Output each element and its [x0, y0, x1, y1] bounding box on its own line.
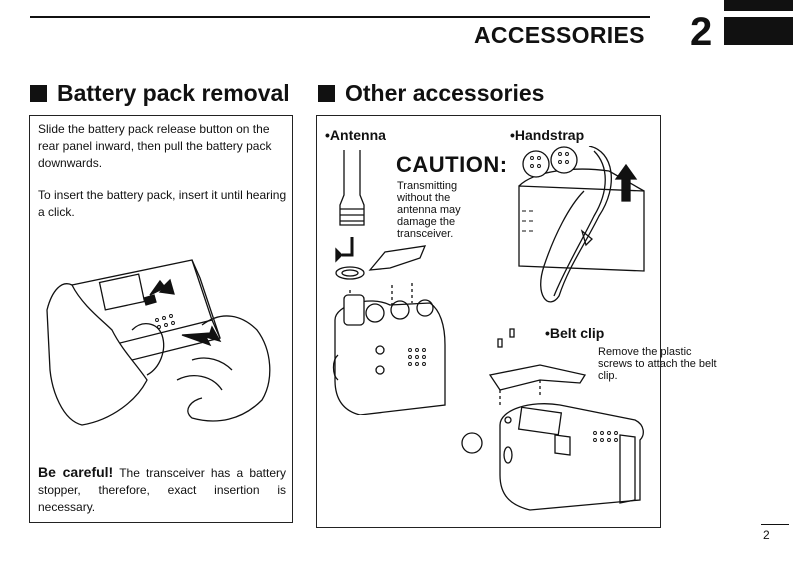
- page-number: 2: [763, 528, 770, 542]
- careful-note: Be careful! The transceiver has a batter…: [38, 464, 286, 516]
- beltclip-illustration: [461, 328, 644, 511]
- handstrap-illustration: [518, 146, 645, 303]
- battery-removal-panel: [29, 115, 293, 523]
- section-title-battery: Battery pack removal: [30, 80, 290, 107]
- chapter-number: 2: [690, 10, 713, 54]
- battery-instruction-text: Slide the battery pack release button on…: [38, 122, 272, 170]
- chapter-tab: [724, 17, 793, 45]
- handstrap-heading: •Handstrap: [510, 127, 585, 143]
- chapter-title: ACCESSORIES: [474, 22, 645, 48]
- chapter-tab-top: [724, 0, 793, 11]
- bullet-square-icon: [30, 85, 47, 102]
- battery-insert-text: To insert the battery pack, insert it un…: [38, 188, 287, 219]
- beltclip-heading: •Belt clip: [545, 325, 605, 341]
- caution-title: CAUTION:: [396, 152, 508, 177]
- caution-text: Transmitting without the antenna may dam…: [397, 180, 461, 240]
- careful-lead: Be careful!: [38, 464, 114, 480]
- beltclip-text: Remove the plastic screws to attach the …: [598, 346, 717, 382]
- header-rule: [30, 16, 650, 18]
- careful-text: The transceiver has a battery stopper, t…: [38, 466, 287, 514]
- section-title-text: Other accessories: [345, 80, 545, 106]
- antenna-illustration: [332, 150, 446, 415]
- antenna-heading: •Antenna: [325, 127, 386, 143]
- accessories-panel: [316, 115, 661, 528]
- battery-removal-illustration: [46, 259, 271, 426]
- section-title-accessories: Other accessories: [318, 80, 544, 107]
- bullet-square-icon: [318, 85, 335, 102]
- section-title-text: Battery pack removal: [57, 80, 290, 106]
- page-number-rule: [761, 524, 789, 525]
